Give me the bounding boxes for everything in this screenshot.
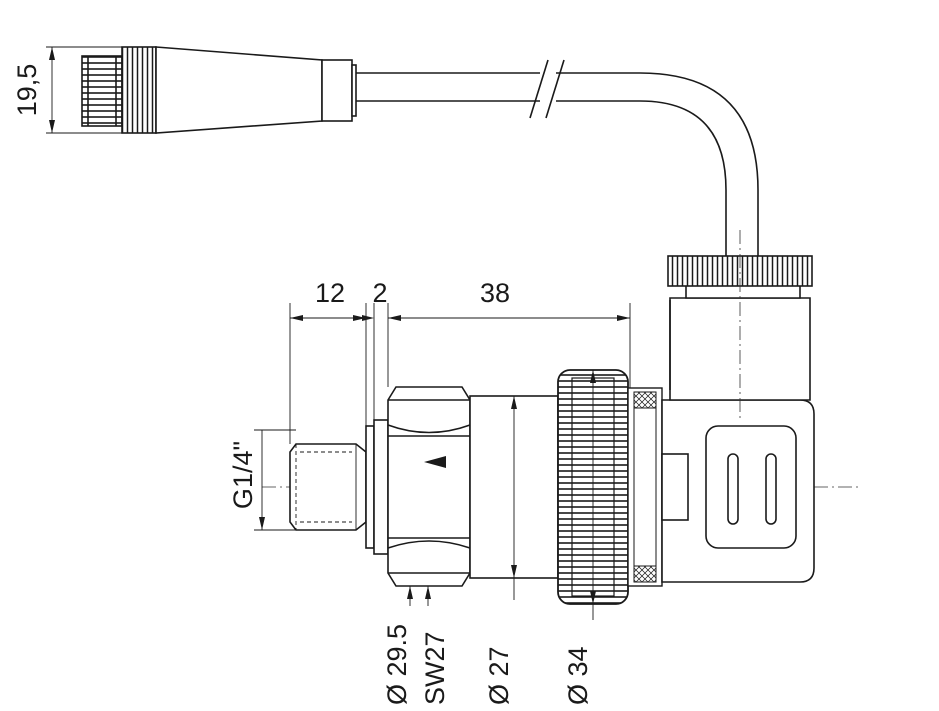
dimension-thread-length: 12: [290, 278, 366, 321]
dimension-gap: 2: [362, 278, 388, 321]
connector-nut: [121, 46, 157, 134]
dim-label-2: 2: [372, 278, 387, 308]
dim-label-nut-diameter: Ø 34: [563, 646, 593, 705]
dimension-thread-size: G1/4": [228, 429, 296, 531]
dim-label-body-diameter: Ø 27: [484, 646, 514, 705]
dimension-connector-diameter: 19,5: [12, 46, 122, 134]
dim-label-hex-diameter: Ø 29.5: [382, 624, 412, 705]
dim-label-wrench-size: SW27: [420, 631, 450, 705]
hex-nut: [387, 386, 471, 587]
gasket: [627, 387, 663, 587]
process-thread: [289, 443, 367, 531]
dimension-body-diameter: Ø 27: [484, 396, 517, 705]
dimension-nut-diameter: Ø 34: [563, 370, 596, 705]
dim-label-38: 38: [480, 278, 510, 308]
dim-label-12: 12: [315, 278, 345, 308]
cable: [356, 59, 759, 258]
dim-label-g1-4: G1/4": [228, 441, 258, 509]
dim-label-19-5: 19,5: [12, 64, 42, 117]
dimension-hex: Ø 29.5 SW27: [382, 586, 450, 705]
m12-connector: [81, 46, 357, 134]
angle-plug: [661, 230, 815, 583]
dimension-body-length: 38: [388, 278, 630, 321]
seal-washer: [365, 425, 375, 549]
